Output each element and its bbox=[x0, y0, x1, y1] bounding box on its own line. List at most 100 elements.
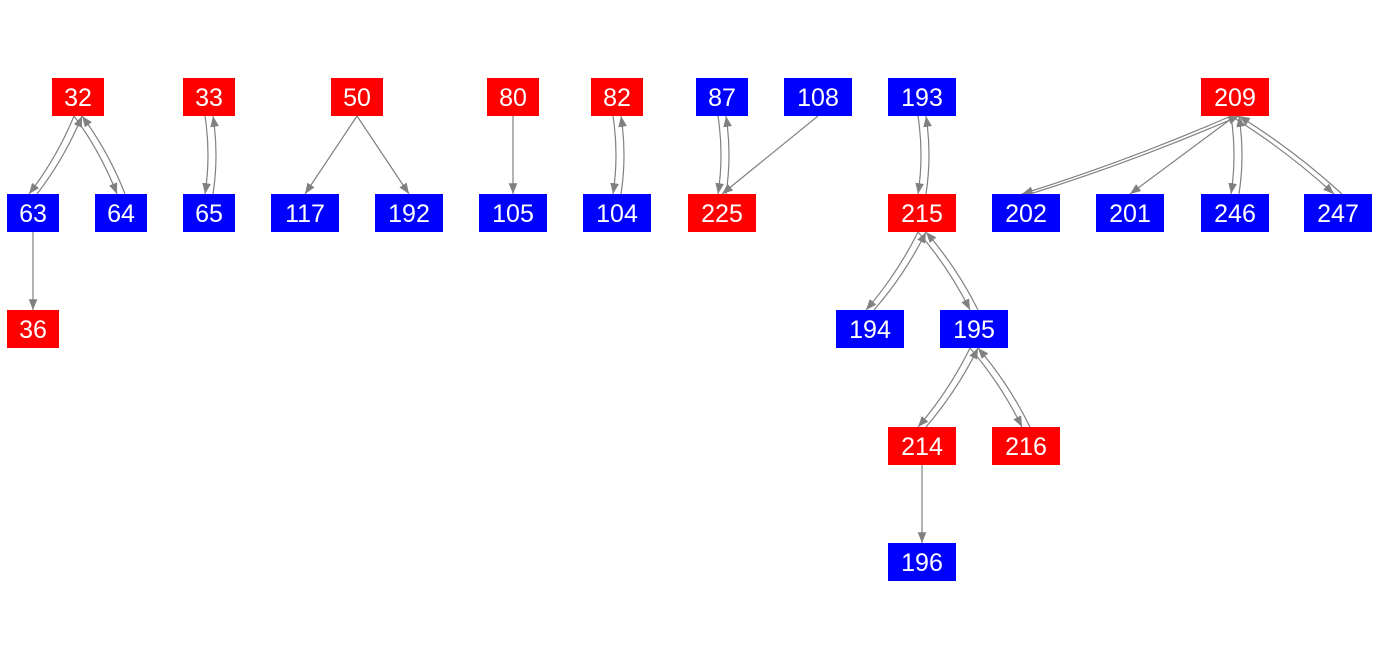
node-33[interactable]: 33 bbox=[183, 78, 235, 116]
node-105[interactable]: 105 bbox=[479, 194, 547, 232]
node-box bbox=[784, 78, 852, 116]
node-202[interactable]: 202 bbox=[992, 194, 1060, 232]
node-label: 195 bbox=[953, 316, 995, 344]
node-195[interactable]: 195 bbox=[940, 310, 1008, 348]
node-36[interactable]: 36 bbox=[7, 310, 59, 348]
node-box bbox=[1201, 78, 1269, 116]
edge-209-to-246 bbox=[1228, 115, 1237, 195]
node-label: 201 bbox=[1109, 200, 1151, 228]
edge-64-to-32 bbox=[81, 115, 126, 195]
node-192[interactable]: 192 bbox=[375, 194, 443, 232]
node-label: 216 bbox=[1005, 433, 1047, 461]
edge-33-to-65 bbox=[202, 115, 211, 195]
node-box bbox=[836, 310, 904, 348]
node-label: 225 bbox=[701, 200, 743, 228]
node-32[interactable]: 32 bbox=[52, 78, 104, 116]
node-box bbox=[1304, 194, 1372, 232]
node-box bbox=[487, 78, 539, 116]
edge-215-to-195 bbox=[917, 231, 971, 311]
node-214[interactable]: 214 bbox=[888, 427, 956, 465]
node-box bbox=[1096, 194, 1164, 232]
node-label: 202 bbox=[1005, 200, 1047, 228]
node-209[interactable]: 209 bbox=[1201, 78, 1269, 116]
node-80[interactable]: 80 bbox=[487, 78, 539, 116]
node-box bbox=[992, 427, 1060, 465]
edge-195-to-214 bbox=[917, 347, 971, 428]
node-label: 82 bbox=[603, 84, 631, 112]
node-box bbox=[1201, 194, 1269, 232]
edge-225-to-87 bbox=[723, 115, 732, 195]
node-label: 65 bbox=[195, 200, 223, 228]
node-box bbox=[591, 78, 643, 116]
edge-216-to-195 bbox=[977, 347, 1031, 428]
node-216[interactable]: 216 bbox=[992, 427, 1060, 465]
node-label: 80 bbox=[499, 84, 527, 112]
node-117[interactable]: 117 bbox=[271, 194, 339, 232]
node-215[interactable]: 215 bbox=[888, 194, 956, 232]
node-196[interactable]: 196 bbox=[888, 543, 956, 581]
node-label: 192 bbox=[388, 200, 430, 228]
edge-202-to-209 bbox=[1029, 115, 1240, 195]
node-label: 36 bbox=[19, 316, 47, 344]
node-box bbox=[888, 78, 956, 116]
node-247[interactable]: 247 bbox=[1304, 194, 1372, 232]
node-label: 104 bbox=[596, 200, 638, 228]
node-box bbox=[888, 427, 956, 465]
edge-195-to-215 bbox=[925, 231, 979, 311]
edge-209-to-201 bbox=[1129, 115, 1236, 195]
node-box bbox=[183, 194, 235, 232]
node-108[interactable]: 108 bbox=[784, 78, 852, 116]
node-225[interactable]: 225 bbox=[688, 194, 756, 232]
node-63[interactable]: 63 bbox=[7, 194, 59, 232]
node-box bbox=[95, 194, 147, 232]
node-label: 87 bbox=[708, 84, 736, 112]
node-82[interactable]: 82 bbox=[591, 78, 643, 116]
node-box bbox=[52, 78, 104, 116]
node-box bbox=[7, 310, 59, 348]
node-box bbox=[375, 194, 443, 232]
edge-63-to-32 bbox=[36, 115, 83, 195]
node-label: 32 bbox=[64, 84, 92, 112]
node-label: 196 bbox=[901, 549, 943, 577]
node-194[interactable]: 194 bbox=[836, 310, 904, 348]
edge-247-to-209 bbox=[1238, 115, 1343, 195]
node-box bbox=[940, 310, 1008, 348]
edge-194-to-215 bbox=[873, 231, 927, 311]
node-label: 33 bbox=[195, 84, 223, 112]
node-label: 215 bbox=[901, 200, 943, 228]
edge-215-to-193 bbox=[923, 115, 932, 195]
node-box bbox=[583, 194, 651, 232]
node-201[interactable]: 201 bbox=[1096, 194, 1164, 232]
node-box bbox=[271, 194, 339, 232]
node-label: 50 bbox=[343, 84, 371, 112]
node-box bbox=[688, 194, 756, 232]
edge-214-to-195 bbox=[925, 347, 979, 428]
edge-215-to-194 bbox=[865, 231, 919, 311]
node-box bbox=[696, 78, 748, 116]
node-box bbox=[183, 78, 235, 116]
node-65[interactable]: 65 bbox=[183, 194, 235, 232]
edge-246-to-209 bbox=[1236, 115, 1245, 195]
node-label: 193 bbox=[901, 84, 943, 112]
node-64[interactable]: 64 bbox=[95, 194, 147, 232]
edge-209-to-202 bbox=[1021, 115, 1232, 195]
node-246[interactable]: 246 bbox=[1201, 194, 1269, 232]
edge-104-to-82 bbox=[618, 115, 627, 195]
node-193[interactable]: 193 bbox=[888, 78, 956, 116]
node-label: 246 bbox=[1214, 200, 1256, 228]
node-box bbox=[479, 194, 547, 232]
node-label: 108 bbox=[797, 84, 839, 112]
node-87[interactable]: 87 bbox=[696, 78, 748, 116]
edge-32-to-63 bbox=[28, 115, 75, 195]
edge-50-to-192 bbox=[356, 115, 410, 195]
node-50[interactable]: 50 bbox=[331, 78, 383, 116]
node-104[interactable]: 104 bbox=[583, 194, 651, 232]
node-box bbox=[888, 194, 956, 232]
edge-195-to-216 bbox=[969, 347, 1023, 428]
node-label: 194 bbox=[849, 316, 891, 344]
node-label: 117 bbox=[285, 200, 325, 228]
edge-82-to-104 bbox=[610, 115, 619, 195]
node-label: 105 bbox=[492, 200, 534, 228]
